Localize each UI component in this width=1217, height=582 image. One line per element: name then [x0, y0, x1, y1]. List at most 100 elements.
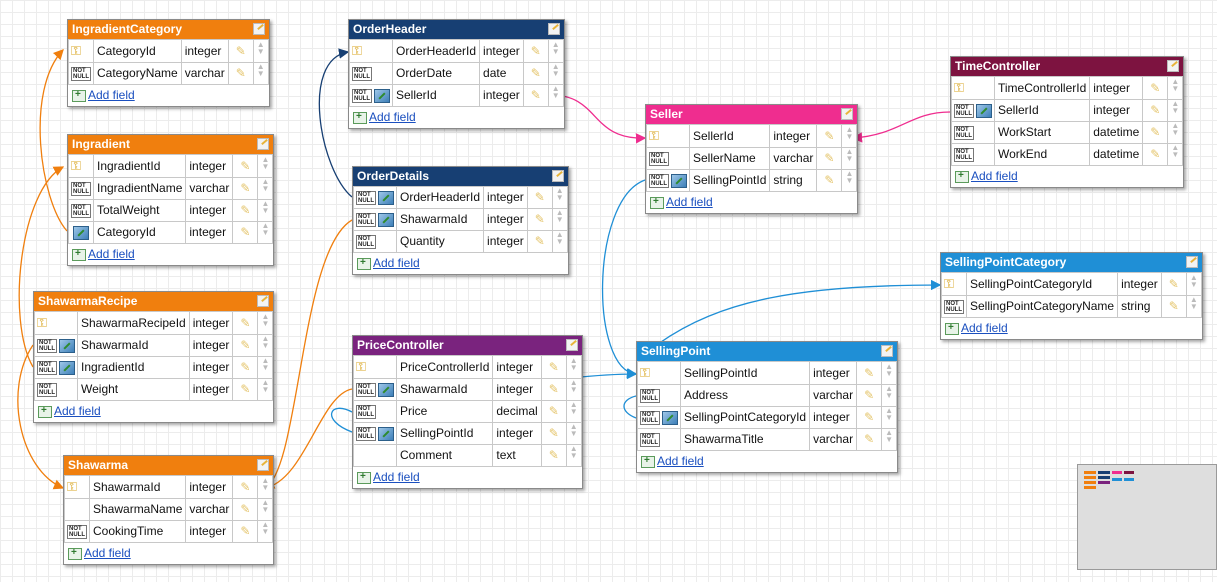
field-name[interactable]: OrderHeaderId [391, 39, 481, 63]
field-name[interactable]: CategoryId [93, 39, 182, 63]
reorder-field-button[interactable]: ▲▼ [257, 154, 274, 178]
field-name[interactable]: OrderDate [391, 62, 481, 85]
field-type[interactable]: integer [188, 356, 234, 379]
entity-title[interactable]: Ingradient [68, 135, 274, 154]
edit-field-button[interactable]: ✎ [227, 39, 254, 63]
field-type[interactable]: integer [492, 355, 542, 379]
reorder-field-button[interactable]: ▲▼ [565, 444, 582, 467]
edit-table-icon[interactable] [252, 23, 265, 35]
edit-field-button[interactable]: ✎ [856, 406, 883, 429]
field-type[interactable]: string [1117, 295, 1162, 318]
reorder-field-button[interactable]: ▲▼ [565, 355, 582, 379]
edit-field-button[interactable]: ✎ [232, 498, 259, 521]
edit-field-button[interactable]: ✎ [232, 154, 259, 178]
reorder-field-button[interactable]: ▲▼ [551, 186, 568, 209]
reorder-field-button[interactable]: ▲▼ [252, 39, 269, 63]
field-name[interactable]: SellingPointId [688, 169, 771, 192]
edit-field-button[interactable]: ✎ [526, 186, 553, 209]
edit-table-icon[interactable] [1167, 60, 1180, 72]
add-field-link[interactable]: Add field [84, 546, 131, 560]
field-name[interactable]: OrderHeaderId [395, 186, 485, 209]
add-field-button[interactable]: Add field [349, 107, 564, 128]
field-type[interactable]: integer [479, 84, 524, 107]
entity-title[interactable]: ShawarmaRecipe [34, 292, 274, 311]
field-name[interactable]: Price [395, 400, 494, 423]
edit-field-button[interactable]: ✎ [232, 177, 259, 200]
field-name[interactable]: ShawarmaId [395, 378, 494, 401]
entity-title[interactable]: SellingPointCategory [941, 253, 1202, 272]
field-type[interactable]: integer [492, 422, 542, 445]
field-type[interactable]: integer [180, 39, 229, 63]
reorder-field-button[interactable]: ▲▼ [1167, 143, 1184, 166]
field-name[interactable]: SellingPointId [679, 361, 811, 385]
edit-field-button[interactable]: ✎ [1142, 99, 1169, 122]
edit-field-button[interactable]: ✎ [526, 230, 553, 253]
field-type[interactable]: varchar [809, 428, 858, 451]
edit-field-button[interactable]: ✎ [540, 400, 567, 423]
edit-field-button[interactable]: ✎ [232, 311, 259, 335]
reorder-field-button[interactable]: ▲▼ [841, 147, 858, 170]
field-name[interactable]: ShawarmaId [88, 475, 187, 499]
field-type[interactable]: integer [1117, 272, 1162, 296]
edit-table-icon[interactable] [257, 295, 270, 307]
reorder-field-button[interactable]: ▲▼ [881, 406, 898, 429]
field-type[interactable]: string [769, 169, 818, 192]
field-type[interactable]: integer [809, 406, 858, 429]
add-field-link[interactable]: Add field [373, 256, 420, 270]
edit-field-button[interactable]: ✎ [526, 208, 553, 231]
reorder-field-button[interactable]: ▲▼ [1185, 295, 1202, 318]
reorder-field-button[interactable]: ▲▼ [257, 177, 274, 200]
field-name[interactable]: SellingPointCategoryId [965, 272, 1119, 296]
reorder-field-button[interactable]: ▲▼ [881, 384, 898, 407]
field-name[interactable]: Quantity [395, 230, 485, 253]
field-name[interactable]: SellerId [688, 124, 771, 148]
edit-field-button[interactable]: ✎ [522, 84, 549, 107]
edit-field-button[interactable]: ✎ [232, 378, 259, 401]
reorder-field-button[interactable]: ▲▼ [257, 475, 274, 499]
add-field-button[interactable]: Add field [951, 166, 1183, 187]
add-field-link[interactable]: Add field [88, 88, 135, 102]
add-field-button[interactable]: Add field [646, 192, 857, 213]
add-field-button[interactable]: Add field [64, 543, 273, 564]
field-type[interactable]: varchar [769, 147, 818, 170]
field-type[interactable]: integer [188, 378, 234, 401]
add-field-link[interactable]: Add field [657, 454, 704, 468]
reorder-field-button[interactable]: ▲▼ [257, 334, 274, 357]
field-type[interactable]: integer [185, 199, 234, 222]
entity-title[interactable]: OrderDetails [353, 167, 568, 186]
field-type[interactable]: integer [185, 221, 234, 244]
edit-table-icon[interactable] [257, 459, 270, 471]
field-name[interactable]: Comment [395, 444, 494, 467]
reorder-field-button[interactable]: ▲▼ [551, 208, 568, 231]
add-field-button[interactable]: Add field [34, 401, 273, 422]
edit-field-button[interactable]: ✎ [540, 422, 567, 445]
edit-field-button[interactable]: ✎ [1142, 121, 1169, 144]
reorder-field-button[interactable]: ▲▼ [257, 378, 274, 401]
field-name[interactable]: SellerId [391, 84, 481, 107]
field-type[interactable]: date [479, 62, 524, 85]
add-field-link[interactable]: Add field [961, 321, 1008, 335]
add-field-button[interactable]: Add field [637, 451, 897, 472]
